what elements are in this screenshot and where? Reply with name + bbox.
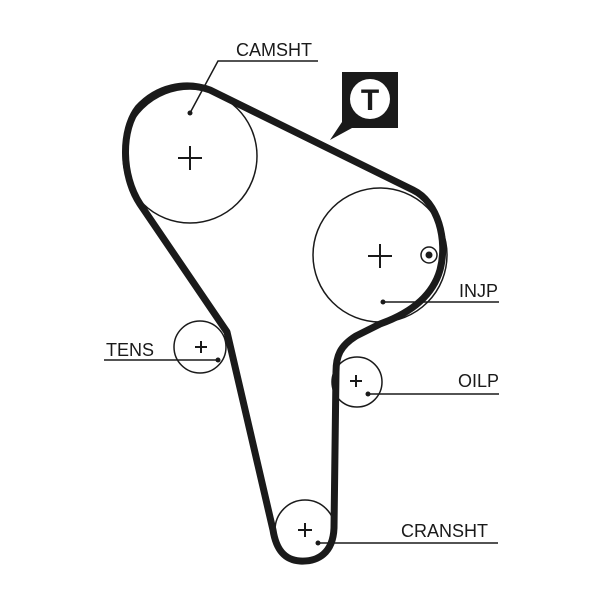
tensioner-badge-letter: T <box>361 84 379 117</box>
camshaft-label: CAMSHT <box>236 40 312 60</box>
camshaft-leader <box>189 60 318 114</box>
oil-pump-label: OILP <box>458 371 499 391</box>
crankshaft-label: CRANSHT <box>401 521 488 541</box>
tensioner-center-mark <box>195 341 207 353</box>
crankshaft-center-mark <box>298 523 312 537</box>
timing-belt <box>122 82 447 565</box>
tensioner-badge: T <box>330 72 398 140</box>
injection-pump-center-mark <box>368 244 392 268</box>
oil-pump-center-mark <box>350 375 362 387</box>
camshaft-center-mark <box>178 146 202 170</box>
tensioner-label: TENS <box>106 340 154 360</box>
timing-mark-icon <box>420 246 438 264</box>
injection-pump-label: INJP <box>459 281 498 301</box>
